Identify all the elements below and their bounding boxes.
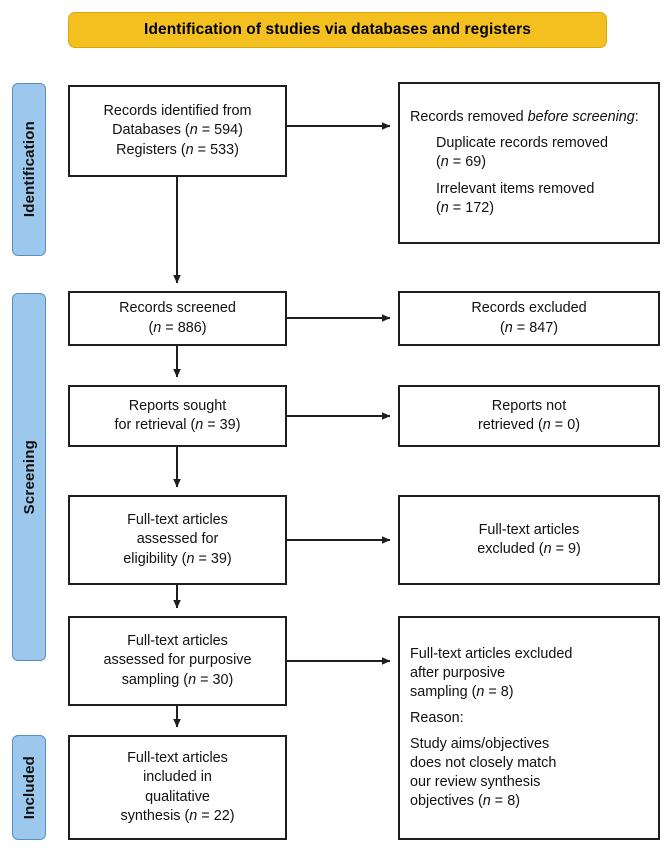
records-excluded-count: (n = 847): [499, 319, 558, 336]
records-excluded-line1: Records excluded: [471, 300, 587, 317]
purpexcluded-line1: Full-text articles excluded: [410, 645, 573, 662]
purposive-line1: Full-text articles: [127, 633, 228, 650]
records-screened-line1: Records screened: [119, 300, 236, 317]
purpexcluded-reason-line1: Study aims/objectives: [410, 736, 550, 752]
included-line1: Full-text articles: [127, 750, 228, 767]
stage-label-included: Included: [12, 735, 46, 840]
diagram-title-banner: Identification of studies via databases …: [68, 12, 607, 48]
diagram-title: Identification of studies via databases …: [144, 21, 531, 38]
included-line4: synthesis (n = 22): [120, 807, 235, 824]
box-articles-assessed-eligibility: Full-text articles assessed for eligibil…: [68, 495, 287, 585]
box-articles-included-synthesis: Full-text articles included in qualitati…: [68, 735, 287, 840]
stage-label-screening: Screening: [12, 293, 46, 661]
removed-irrelevant-count: (n = 172): [436, 199, 495, 216]
box-reports-not-retrieved: Reports not retrieved (n = 0): [398, 385, 660, 447]
removed-heading: Records removed before screening:: [410, 109, 639, 126]
removed-duplicate-count: (n = 69): [436, 154, 487, 171]
removed-irrelevant-label: Irrelevant items removed: [436, 180, 595, 197]
fulltext-excluded-line1: Full-text articles: [478, 521, 580, 538]
box-fulltext-excluded-purposive: Full-text articles excluded after purpos…: [398, 616, 660, 840]
records-screened-count: (n = 886): [148, 319, 207, 336]
stage-label-included-text: Included: [20, 755, 38, 820]
box-fulltext-excluded: Full-text articles excluded (n = 9): [398, 495, 660, 585]
stage-label-identification: Identification: [12, 83, 46, 256]
records-identified-line1: Records identified from: [103, 103, 252, 120]
eligibility-line3: eligibility (n = 39): [123, 550, 232, 567]
purposive-line2: assessed for purposive: [103, 652, 252, 669]
eligibility-line1: Full-text articles: [127, 512, 228, 529]
fulltext-excluded-line2: excluded (n = 9): [477, 541, 581, 557]
box-reports-sought: Reports sought for retrieval (n = 39): [68, 385, 287, 447]
purpexcluded-line2: after purposive: [410, 664, 506, 681]
records-identified-databases: Databases (n = 594): [112, 122, 243, 139]
box-articles-assessed-purposive: Full-text articles assessed for purposiv…: [68, 616, 287, 706]
box-records-screened: Records screened (n = 886): [68, 291, 287, 346]
purpexcluded-line3: sampling (n = 8): [410, 683, 514, 700]
removed-duplicate-label: Duplicate records removed: [436, 135, 608, 152]
records-identified-registers: Registers (n = 533): [116, 141, 239, 158]
box-records-excluded: Records excluded (n = 847): [398, 291, 660, 346]
not-retrieved-line1: Reports not: [491, 397, 567, 414]
not-retrieved-line2: retrieved (n = 0): [478, 417, 580, 433]
purpexcluded-reason-line3: our review synthesis: [410, 774, 541, 791]
box-records-removed-before-screening: Records removed before screening: Duplic…: [398, 82, 660, 244]
box-records-identified: Records identified from Databases (n = 5…: [68, 85, 287, 177]
reports-sought-line2: for retrieval (n = 39): [114, 417, 241, 433]
reports-sought-line1: Reports sought: [128, 397, 227, 414]
stage-label-screening-text: Screening: [20, 439, 38, 515]
eligibility-line2: assessed for: [136, 531, 219, 548]
purposive-line3: sampling (n = 30): [121, 671, 234, 688]
included-line3: qualitative: [145, 788, 210, 805]
purpexcluded-reason-label: Reason:: [410, 709, 464, 726]
included-line2: included in: [143, 769, 212, 786]
purpexcluded-reason-line2: does not closely match: [410, 755, 557, 772]
stage-label-identification-text: Identification: [20, 121, 38, 218]
purpexcluded-reason-line4: objectives (n = 8): [410, 793, 521, 810]
